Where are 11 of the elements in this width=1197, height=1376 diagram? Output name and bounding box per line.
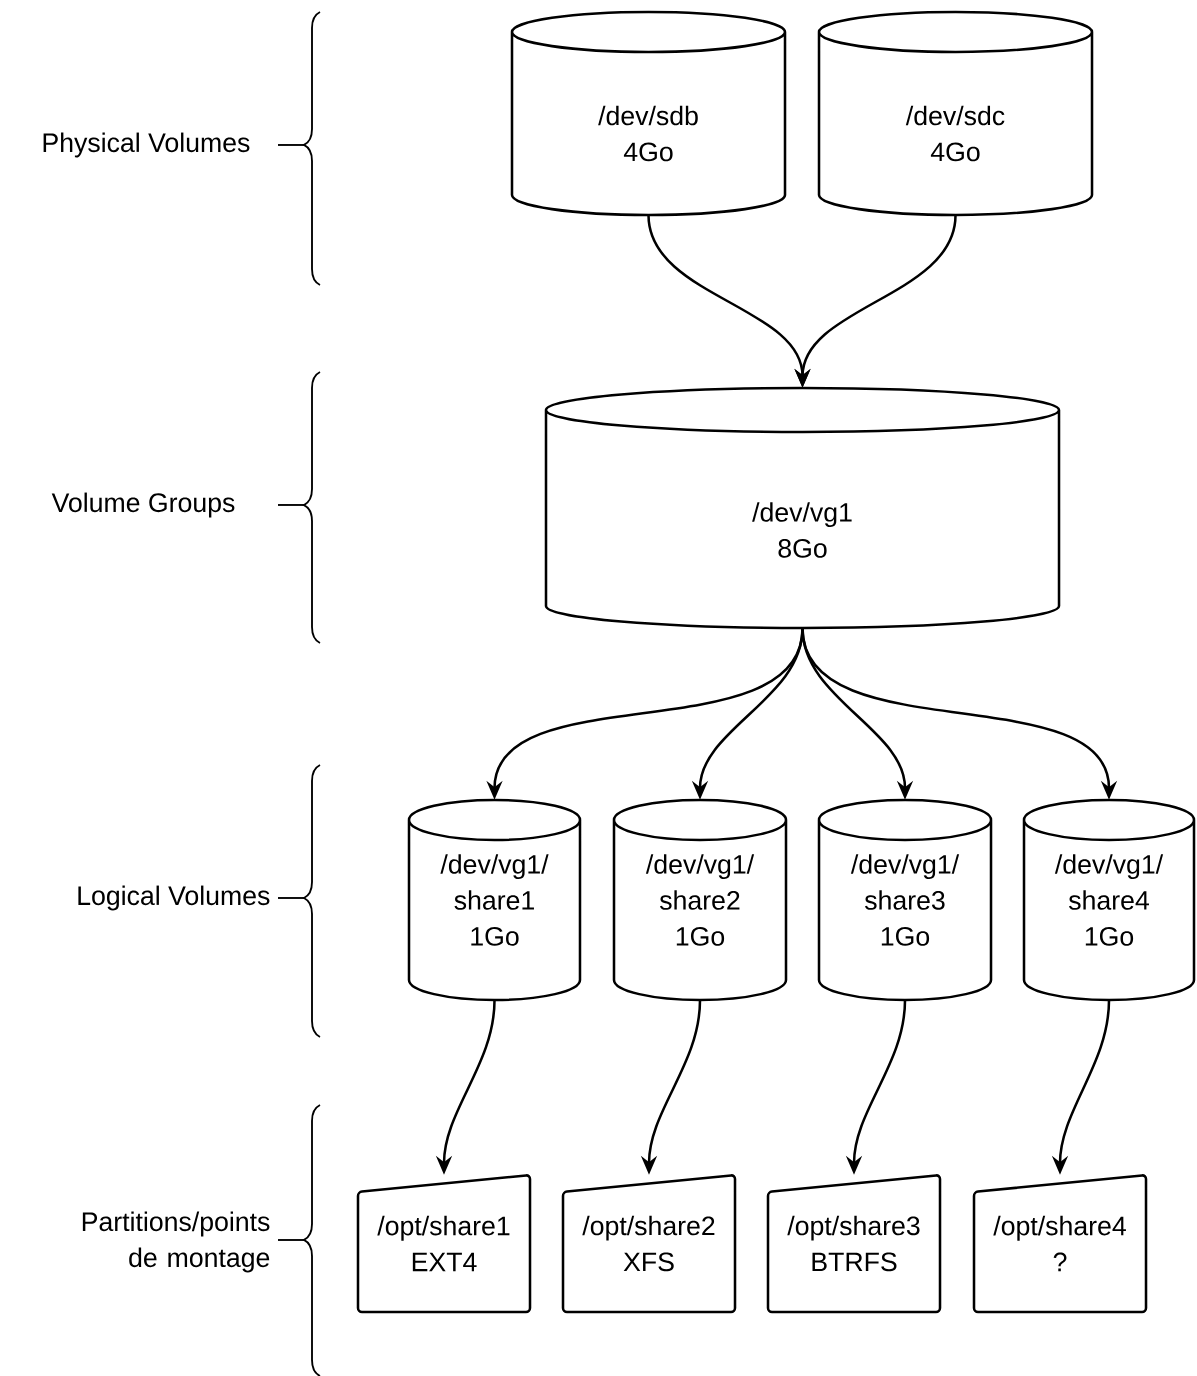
layer-label: Physical Volumes [43,132,250,158]
cylinder: /dev/vg1/ share4 1Go [1022,798,1196,1002]
cylinder: /dev/vg1 8Go [544,386,1061,630]
layer-label: Volume Groups [51,492,235,518]
cylinder: /dev/vg1/ share2 1Go [612,798,788,1002]
layer-label: Logical Volumes [78,885,270,911]
cylinder: /dev/sdb 4Go [510,10,787,217]
cylinder: /dev/vg1/ share1 1Go [407,798,582,1002]
layer-label: Partitions/points de montage [82,1211,270,1273]
cylinder: /dev/sdc 4Go [817,10,1094,217]
cylinder: /dev/vg1/ share3 1Go [817,798,993,1002]
